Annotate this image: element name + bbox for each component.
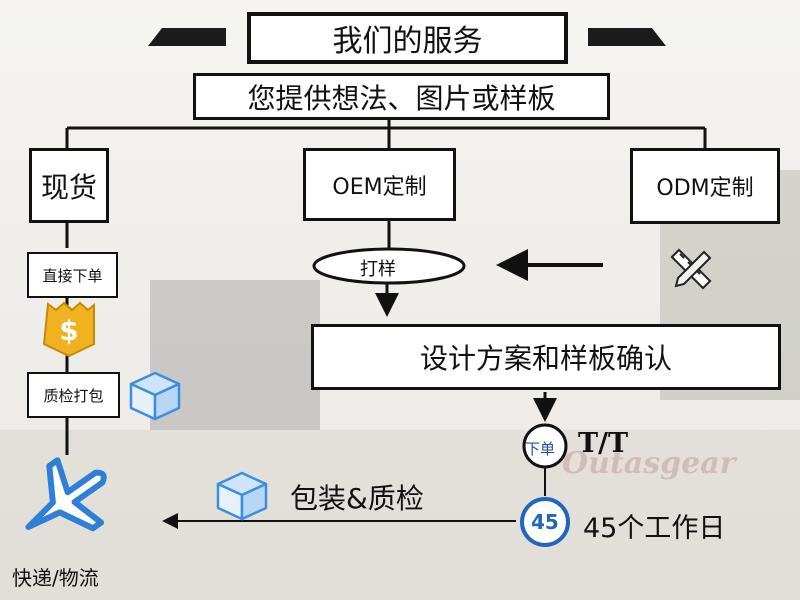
number-badge-icon — [520, 497, 570, 547]
subtitle-text: 您提供想法、图片或样板 — [247, 81, 556, 115]
days-label: 45个工作日 — [583, 513, 726, 544]
order-direct-box: 直接下单 — [27, 252, 118, 298]
title-deco-right — [588, 28, 666, 46]
order-label: 下单 — [525, 440, 556, 458]
airplane-icon — [25, 457, 107, 532]
dollar-badge-icon: $ — [42, 301, 95, 358]
qc-pack-box: 质检打包 — [27, 372, 120, 418]
title-box: 我们的服务 — [247, 12, 568, 64]
title-deco-left — [148, 28, 226, 46]
branch-odm-box: ODM定制 — [630, 148, 780, 224]
branch-odm-label: ODM定制 — [656, 176, 754, 201]
svg-text:$: $ — [59, 314, 78, 347]
tt-label: T/T — [578, 428, 629, 459]
title-text: 我们的服务 — [332, 24, 483, 59]
order-circle — [522, 423, 568, 469]
order-direct-label: 直接下单 — [42, 266, 103, 285]
design-confirm-box: 设计方案和样板确认 — [311, 324, 781, 390]
pack-qc-label: 包装&质检 — [290, 482, 424, 515]
background-floor — [0, 430, 800, 600]
box-icon — [129, 371, 181, 421]
delivery-label: 快递/物流 — [12, 566, 99, 590]
sampling-label: 打样 — [360, 259, 396, 280]
branch-stock-label: 现货 — [40, 170, 97, 204]
branch-oem-label: OEM定制 — [332, 174, 427, 200]
days-badge-number: 45 — [531, 510, 559, 534]
qc-pack-label: 质检打包 — [43, 386, 104, 405]
sampling-ellipse — [312, 247, 466, 285]
watermark: Outasgear — [562, 446, 736, 481]
box-icon — [216, 471, 268, 521]
branch-stock-box: 现货 — [29, 148, 109, 223]
design-confirm-label: 设计方案和样板确认 — [419, 342, 672, 375]
branch-oem-box: OEM定制 — [303, 148, 456, 221]
subtitle-box: 您提供想法、图片或样板 — [193, 73, 610, 120]
ruler-pencil-icon — [670, 248, 712, 290]
